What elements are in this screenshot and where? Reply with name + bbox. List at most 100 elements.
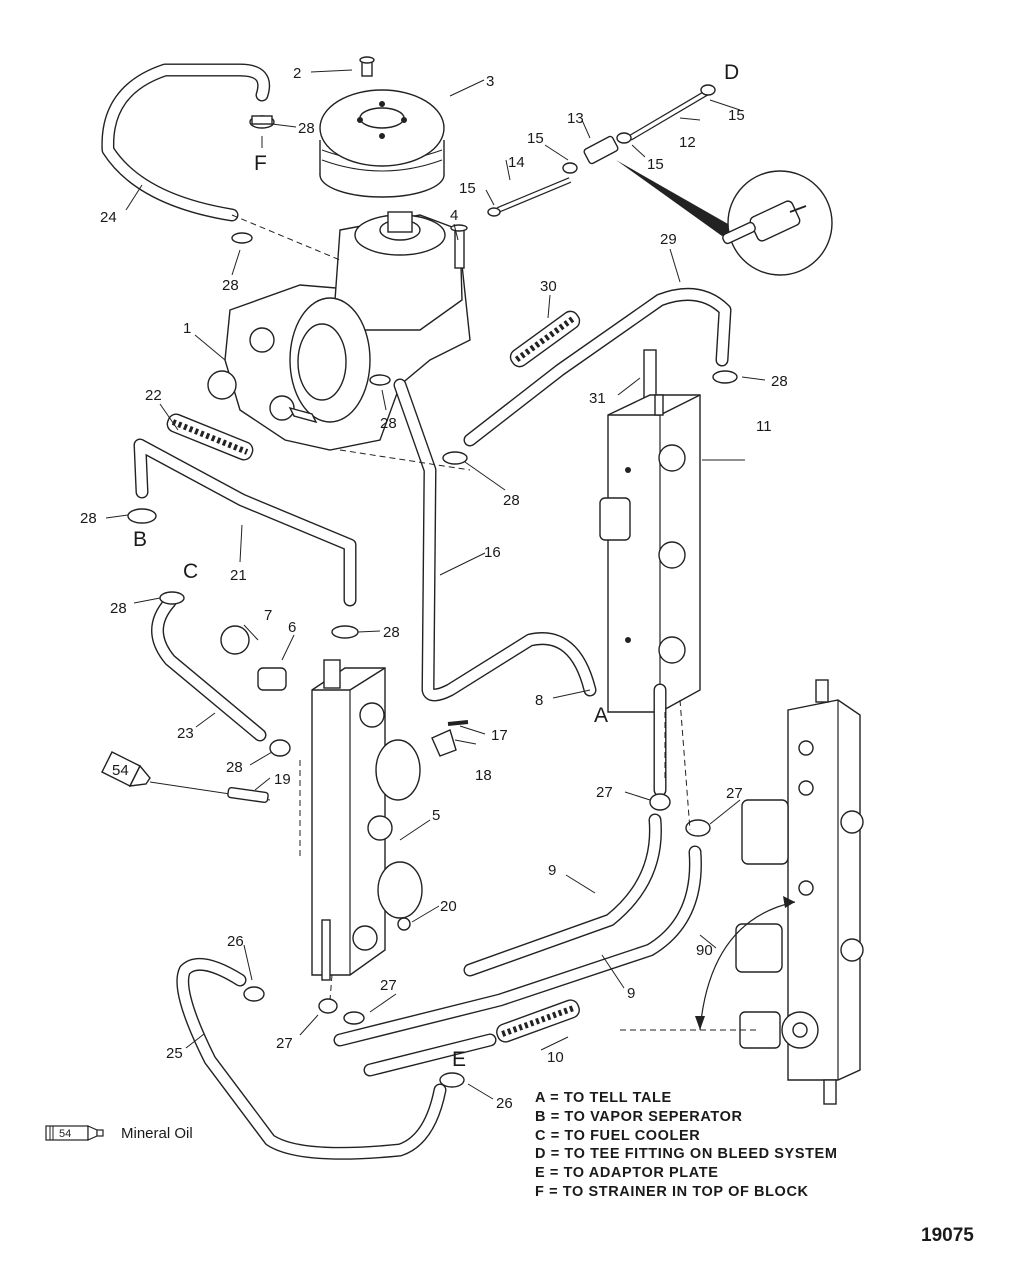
fuel-manifold-right: [599, 394, 701, 713]
callout-90: 90: [696, 942, 713, 959]
hose-clamp: [649, 793, 671, 811]
callout-13: 13: [567, 110, 584, 127]
screw: [359, 56, 375, 77]
hose-21-22: [133, 438, 357, 607]
callout-12: 12: [679, 134, 696, 151]
callout-25: 25: [166, 1045, 183, 1062]
callout-22: 22: [145, 387, 162, 404]
callout-11: 11: [756, 418, 772, 435]
oil-tube-number: 54: [59, 1128, 71, 1140]
callout-16: 16: [484, 544, 501, 561]
plug: [397, 917, 411, 931]
water-pump: [207, 211, 471, 451]
bleed-line: [487, 84, 735, 236]
hose-24: [101, 63, 271, 222]
callout-28: 28: [383, 624, 400, 641]
callout-8: 8: [535, 692, 543, 709]
hose-clamp: [318, 998, 338, 1014]
braided-sleeve: [496, 999, 580, 1043]
callout-7: 7: [264, 607, 272, 624]
hose-clamp: [331, 625, 359, 639]
callout-30: 30: [540, 278, 557, 295]
hose-clamp: [159, 591, 185, 605]
callout-29: 29: [660, 231, 677, 248]
callout-20: 20: [440, 898, 457, 915]
hose-25: [176, 957, 497, 1160]
check-valve-detail: [722, 170, 833, 276]
callout-18: 18: [475, 767, 492, 784]
hose-16: [393, 378, 597, 702]
callout-26: 26: [227, 933, 244, 950]
hose-clamp: [231, 232, 253, 244]
callout-15: 15: [728, 107, 745, 124]
hose-clamp: [269, 739, 291, 757]
callout-6: 6: [288, 619, 296, 636]
mineral-oil-label: Mineral Oil: [121, 1124, 193, 1142]
letter-d: D: [724, 61, 739, 84]
fitting: [431, 729, 457, 757]
hose-clamp: [439, 1072, 465, 1088]
hose-clamp: [343, 1011, 365, 1025]
braided-sleeve: [166, 413, 254, 461]
legend-item-e: E = TO ADAPTOR PLATE: [535, 1165, 719, 1182]
mineral-oil-tube: 54: [101, 751, 151, 787]
callout-28: 28: [80, 510, 97, 527]
tube-callout: 54: [112, 762, 129, 779]
hose-9: [333, 683, 702, 1047]
legend-item-c: C = TO FUEL COOLER: [535, 1127, 701, 1144]
mineral-oil-tube-icon: 54: [45, 1125, 104, 1141]
bolt: [447, 720, 469, 726]
callout-27: 27: [276, 1035, 293, 1052]
callout-28: 28: [380, 415, 397, 432]
callout-9: 9: [548, 862, 556, 879]
callout-15: 15: [459, 180, 476, 197]
callout-31: 31: [589, 390, 606, 407]
callout-1: 1: [183, 320, 191, 337]
hose-clamp: [127, 508, 157, 524]
callout-15: 15: [527, 130, 544, 147]
callout-27: 27: [380, 977, 397, 994]
callout-28: 28: [771, 373, 788, 390]
legend-item-a: A = TO TELL TALE: [535, 1090, 672, 1106]
callout-9: 9: [627, 985, 635, 1002]
callout-28: 28: [503, 492, 520, 509]
hose-clamp: [442, 451, 468, 465]
callout-17: 17: [491, 727, 508, 744]
hose-29: [463, 287, 732, 447]
callout-19: 19: [274, 771, 291, 788]
callout-27: 27: [726, 785, 743, 802]
fitting: [643, 349, 657, 399]
callout-5: 5: [432, 807, 440, 824]
hose-clamp: [249, 115, 275, 129]
letter-f: F: [254, 152, 267, 175]
fitting: [220, 625, 287, 691]
callout-28: 28: [298, 120, 315, 137]
drawing-number: 19075: [921, 1225, 974, 1246]
callout-10: 10: [547, 1049, 564, 1066]
hose-clamp: [243, 986, 265, 1002]
letter-c: C: [183, 560, 198, 583]
callout-27: 27: [596, 784, 613, 801]
connection-legend: A = TO TELL TALE B = TO VAPOR SEPERATOR …: [535, 1089, 895, 1202]
callout-2: 2: [293, 65, 301, 82]
pulley: [319, 89, 445, 198]
callout-28: 28: [110, 600, 127, 617]
callout-23: 23: [177, 725, 194, 742]
mineral-oil-key: 54 Mineral Oil: [45, 1122, 193, 1144]
fuel-manifold-center: [311, 659, 423, 981]
callout-28: 28: [222, 277, 239, 294]
callout-26: 26: [496, 1095, 513, 1112]
callout-4: 4: [450, 207, 458, 224]
legend-item-d: D = TO TEE FITTING ON BLEED SYSTEM: [535, 1146, 838, 1163]
callout-3: 3: [486, 73, 494, 90]
callout-14: 14: [508, 154, 525, 171]
hose-23: [151, 595, 267, 742]
hose-clamp: [712, 370, 738, 384]
legend-item-f: F = TO STRAINER IN TOP OF BLOCK: [535, 1183, 809, 1200]
hose-clamp: [685, 819, 711, 837]
hose-clamp: [369, 374, 391, 386]
callout-15: 15: [647, 156, 664, 173]
letter-e: E: [452, 1048, 466, 1071]
letter-a: A: [594, 704, 608, 727]
